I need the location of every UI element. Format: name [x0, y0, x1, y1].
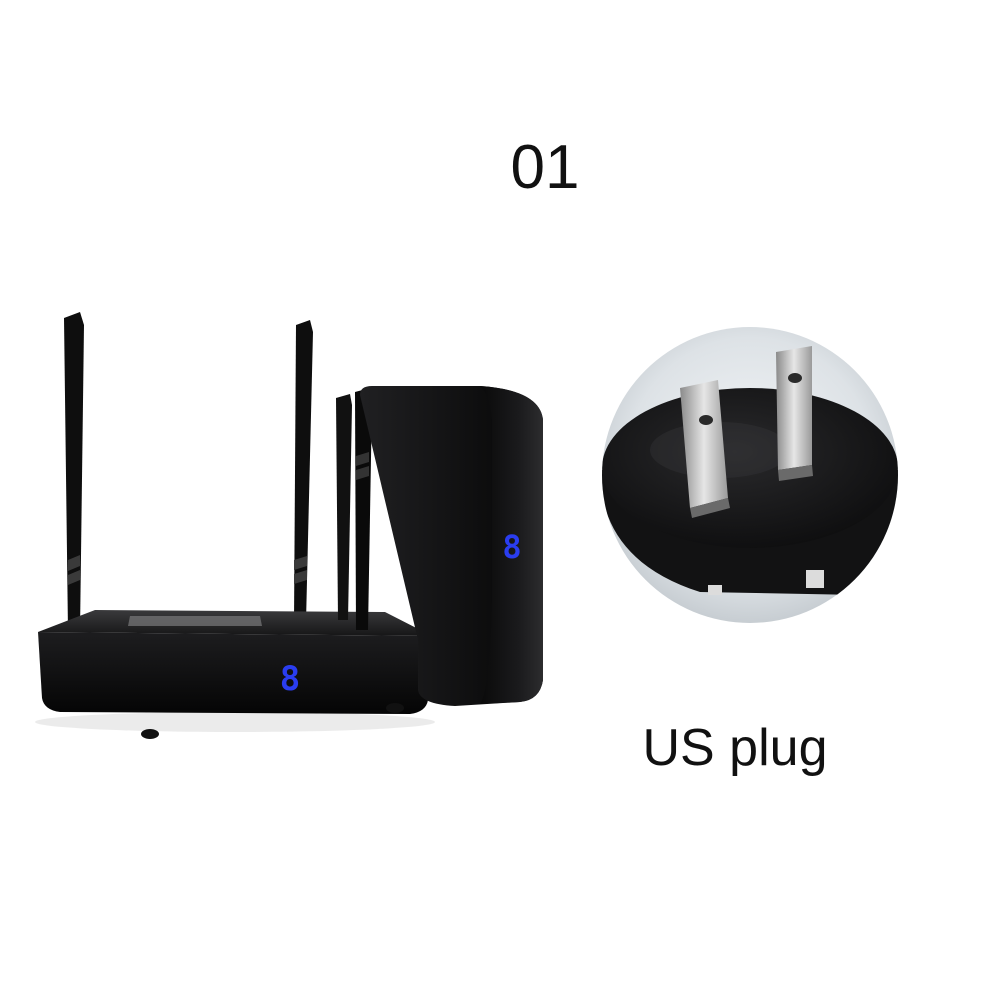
receiver-antenna-back — [336, 394, 352, 620]
plug-prong-left — [680, 380, 728, 508]
transmitter-display: 8 — [280, 659, 300, 699]
plug-prong-right — [776, 346, 812, 470]
receiver-device: 8 — [336, 386, 543, 706]
plug-type-label: US plug — [642, 719, 828, 777]
receiver-antenna-front — [355, 388, 372, 630]
antenna-left — [64, 312, 84, 632]
option-number: 01 — [510, 133, 580, 202]
us-plug-photo — [602, 327, 898, 623]
transmitter-device: 8 — [35, 312, 435, 739]
receiver-display: 8 — [502, 528, 521, 566]
antenna-right — [294, 320, 313, 622]
